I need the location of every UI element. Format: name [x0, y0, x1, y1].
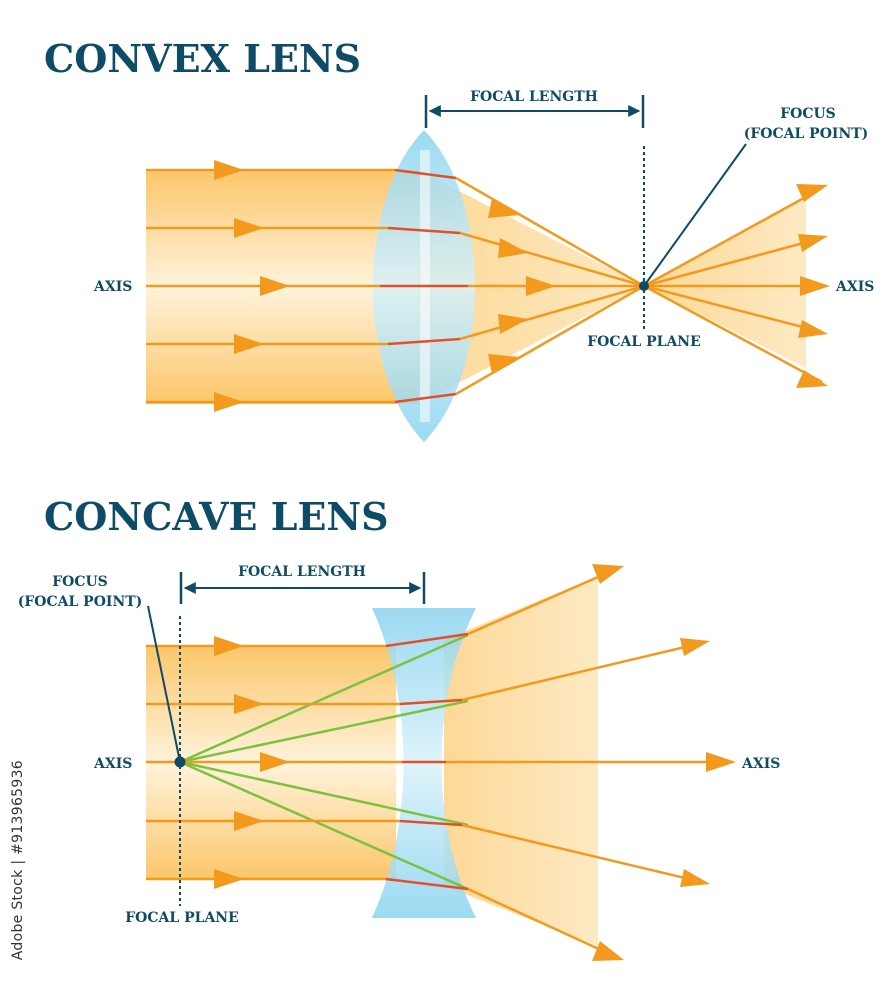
- convex-title: CONVEX LENS: [44, 36, 361, 81]
- stock-credit-text: Adobe Stock | #913965936: [10, 760, 26, 961]
- convex-focus-leader: [643, 143, 747, 287]
- convex-focal-plane-label: FOCAL PLANE: [587, 334, 701, 350]
- convex-focal-length-label: FOCAL LENGTH: [470, 89, 598, 105]
- concave-rays: [146, 568, 732, 958]
- convex-arrowheads: [214, 160, 830, 412]
- concave-axis-right: AXIS: [741, 756, 780, 772]
- concave-arrowheads: [214, 564, 736, 961]
- concave-focus-label: FOCUS: [52, 574, 108, 590]
- concave-focal-length-label: FOCAL LENGTH: [238, 564, 366, 580]
- convex-focus-label-sub: (FOCAL POINT): [744, 126, 869, 142]
- convex-axis-right: AXIS: [835, 279, 874, 295]
- concave-focus-label-sub: (FOCAL POINT): [18, 594, 143, 610]
- convex-diverging-beam: [644, 198, 806, 368]
- convex-focus-label: FOCUS: [780, 106, 836, 122]
- concave-focal-plane-label: FOCAL PLANE: [125, 910, 239, 926]
- concave-title: CONCAVE LENS: [44, 494, 389, 539]
- concave-virtual-rays: [179, 633, 469, 891]
- convex-axis-left: AXIS: [93, 279, 132, 295]
- concave-axis-left: AXIS: [93, 756, 132, 772]
- concave-focus-leader: [147, 605, 181, 763]
